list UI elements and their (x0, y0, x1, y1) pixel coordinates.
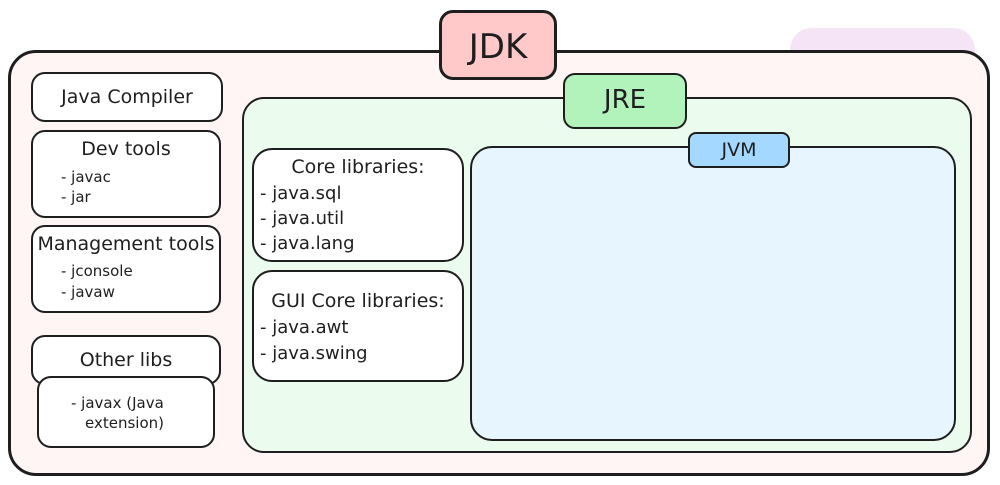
java-compiler-label: Java Compiler (61, 86, 193, 108)
jre-label: JRE (603, 85, 647, 115)
management-tools-title: Management tools (37, 233, 215, 255)
dev-tools-box: Dev tools - javac - jar (31, 130, 221, 218)
javax-item: - javax (Java (71, 394, 164, 412)
dev-tools-item: - javac (61, 168, 111, 186)
other-libs-title: Other libs (79, 349, 173, 371)
management-tools-item: - javaw (61, 283, 115, 301)
management-tools-item: - jconsole (61, 262, 133, 280)
core-libraries-title: Core libraries: (291, 156, 425, 178)
jvm-label-box: JVM (688, 132, 790, 168)
dev-tools-item: - jar (61, 188, 91, 206)
jdk-label-box: JDK (439, 10, 557, 80)
core-library-item: - java.util (260, 208, 345, 229)
jdk-label: JDK (468, 27, 528, 67)
java-compiler-box: Java Compiler (31, 72, 223, 122)
core-library-item: - java.sql (260, 183, 342, 204)
javax-item-continued: extension) (85, 414, 164, 432)
management-tools-box: Management tools - jconsole - javaw (31, 225, 221, 313)
gui-core-libraries-box: GUI Core libraries: - java.awt - java.sw… (252, 270, 464, 382)
core-library-item: - java.lang (260, 233, 355, 254)
gui-core-library-item: - java.swing (260, 343, 368, 364)
gui-core-library-item: - java.awt (260, 317, 349, 338)
jvm-label: JVM (721, 139, 757, 161)
dev-tools-title: Dev tools (81, 138, 171, 160)
gui-core-libraries-title: GUI Core libraries: (271, 290, 445, 312)
jvm-container (470, 146, 956, 441)
core-libraries-box: Core libraries: - java.sql - java.util -… (252, 148, 464, 262)
javax-box: - javax (Java extension) (37, 376, 215, 448)
jre-label-box: JRE (563, 73, 687, 129)
